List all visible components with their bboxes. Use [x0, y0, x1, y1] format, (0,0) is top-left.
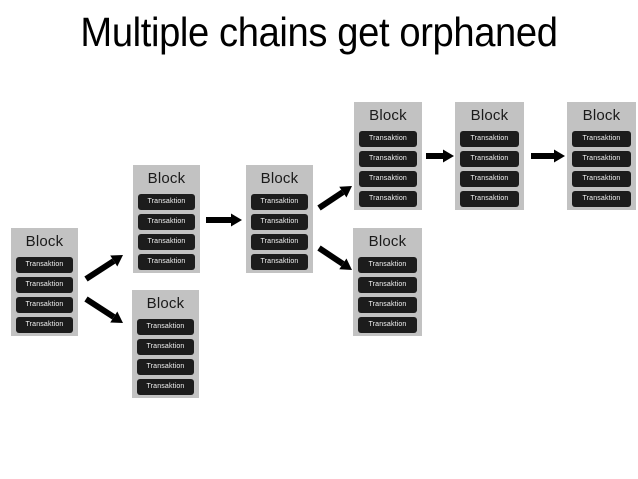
transaction-row[interactable]: Transaktion	[358, 277, 417, 293]
chain-link-arrow-icon	[204, 210, 244, 230]
block-title: Block	[25, 233, 64, 250]
block-title: Block	[470, 107, 509, 124]
transaction-row[interactable]: Transaktion	[572, 151, 631, 167]
block-title: Block	[146, 295, 185, 312]
transaction-row[interactable]: Transaktion	[251, 214, 308, 230]
chain-link-arrow-icon	[84, 252, 126, 282]
transaction-row[interactable]: Transaktion	[251, 254, 308, 270]
block-title: Block	[582, 107, 621, 124]
transaction-row[interactable]: Transaktion	[138, 194, 195, 210]
transaction-row[interactable]: Transaktion	[359, 151, 417, 167]
transaction-row[interactable]: Transaktion	[572, 131, 631, 147]
transaction-row[interactable]: Transaktion	[358, 297, 417, 313]
transaction-row[interactable]: Transaktion	[138, 254, 195, 270]
chain-link-arrow-icon	[424, 146, 456, 166]
chain-link-arrow-icon	[529, 146, 567, 166]
transaction-row[interactable]: Transaktion	[572, 191, 631, 207]
transaction-row[interactable]: Transaktion	[460, 131, 519, 147]
transaction-row[interactable]: Transaktion	[251, 234, 308, 250]
transaction-row[interactable]: Transaktion	[460, 151, 519, 167]
transaction-row[interactable]: Transaktion	[138, 214, 195, 230]
transaction-row[interactable]: Transaktion	[16, 257, 73, 273]
transaction-row[interactable]: Transaktion	[358, 317, 417, 333]
transaction-row[interactable]: Transaktion	[137, 359, 194, 375]
transaction-row[interactable]: Transaktion	[460, 171, 519, 187]
transaction-row[interactable]: Transaktion	[137, 319, 194, 335]
transaction-row[interactable]: Transaktion	[16, 297, 73, 313]
transaction-row[interactable]: Transaktion	[359, 171, 417, 187]
transaction-row[interactable]: Transaktion	[251, 194, 308, 210]
transaction-row[interactable]: Transaktion	[16, 317, 73, 333]
transaction-row[interactable]: Transaktion	[138, 234, 195, 250]
transaction-row[interactable]: Transaktion	[16, 277, 73, 293]
chain-link-arrow-icon	[84, 296, 126, 326]
chain-link-arrow-icon	[317, 183, 355, 211]
transaction-row[interactable]: Transaktion	[137, 339, 194, 355]
transaction-row[interactable]: Transaktion	[137, 379, 194, 395]
transaction-row[interactable]: Transaktion	[359, 191, 417, 207]
transaction-row[interactable]: Transaktion	[572, 171, 631, 187]
block-title: Block	[260, 170, 299, 187]
page-title: Multiple chains get orphaned	[80, 9, 558, 55]
chain-link-arrow-icon	[317, 245, 355, 273]
block-title: Block	[368, 233, 407, 250]
transaction-row[interactable]: Transaktion	[358, 257, 417, 273]
block-title: Block	[369, 107, 407, 124]
block-title: Block	[147, 170, 186, 187]
transaction-row[interactable]: Transaktion	[460, 191, 519, 207]
transaction-row[interactable]: Transaktion	[359, 131, 417, 147]
